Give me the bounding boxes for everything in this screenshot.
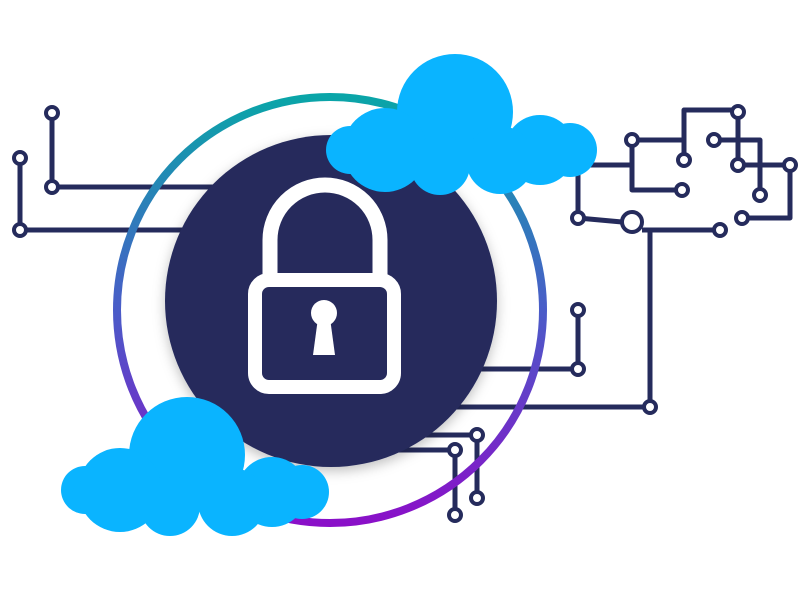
gradient-ring [113,93,547,527]
lock-disc [165,135,497,467]
cloud-icon [326,54,597,195]
circuit-nodes [12,104,798,523]
cloud-icon [61,397,329,536]
padlock-icon [248,177,401,394]
